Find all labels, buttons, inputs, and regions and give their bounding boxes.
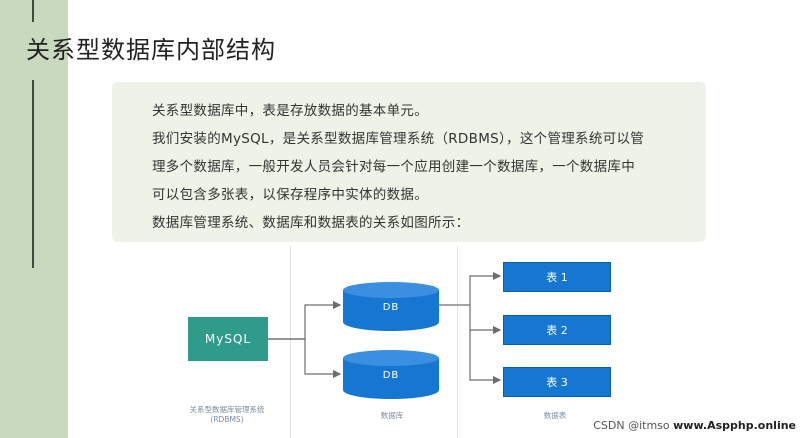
description-line-3: 理多个数据库，一般开发人员会针对每一个应用创建一个数据库，一个数据库中 [152,159,635,175]
table-node-1: 表 1 [503,262,611,292]
database-cylinder-icon [343,282,439,331]
column-divider-2 [457,246,458,438]
database-node-2: DB [343,350,439,400]
watermark-csdn: CSDN @itmso [593,419,670,432]
left-decorative-line-bottom [32,80,34,268]
column-divider-1 [290,246,291,438]
rdbms-caption-line-1: 关系型数据库管理系统 [189,405,265,414]
watermark-site: www.Aspphp.online [673,419,796,432]
arrow-db1-to-table3 [469,330,502,385]
database-label: DB [382,302,400,313]
rdbms-caption-line-2: (RDBMS) [210,415,244,424]
arrow-mysql-to-db2 [268,338,342,379]
database-cylinder-icon [343,350,439,399]
table-node-3: 表 3 [503,367,611,397]
description-line-2: 我们安装的MySQL，是关系型数据库管理系统（RDBMS），这个管理系统可以管 [152,131,645,147]
database-label: DB [382,370,400,381]
left-decorative-line-top [32,0,34,22]
description-line-4: 可以包含多张表，以保存程序中实体的数据。 [152,187,428,203]
table-node-2: 表 2 [503,315,611,345]
mysql-node: MySQL [188,317,268,361]
table-caption: 数据表 [543,411,567,420]
database-node-1: DB [343,282,439,332]
left-decorative-band [0,0,68,438]
description-line-5: 数据库管理系统、数据库和数据表的关系如图所示： [152,215,470,231]
arrow-db1-to-table1 [436,271,502,306]
arrow-db1-to-table2 [469,305,502,335]
watermark: CSDN @itmso www.Aspphp.online [593,419,796,432]
arrow-mysql-to-db1 [268,300,342,340]
database-caption: 数据库 [380,411,404,420]
page-title: 关系型数据库内部结构 [26,36,276,64]
rdbms-caption: 关系型数据库管理系统 (RDBMS) [166,404,288,424]
description-line-1: 关系型数据库中，表是存放数据的基本单元。 [152,103,428,119]
description-box: 关系型数据库中，表是存放数据的基本单元。 我们安装的MySQL，是关系型数据库管… [112,82,706,242]
